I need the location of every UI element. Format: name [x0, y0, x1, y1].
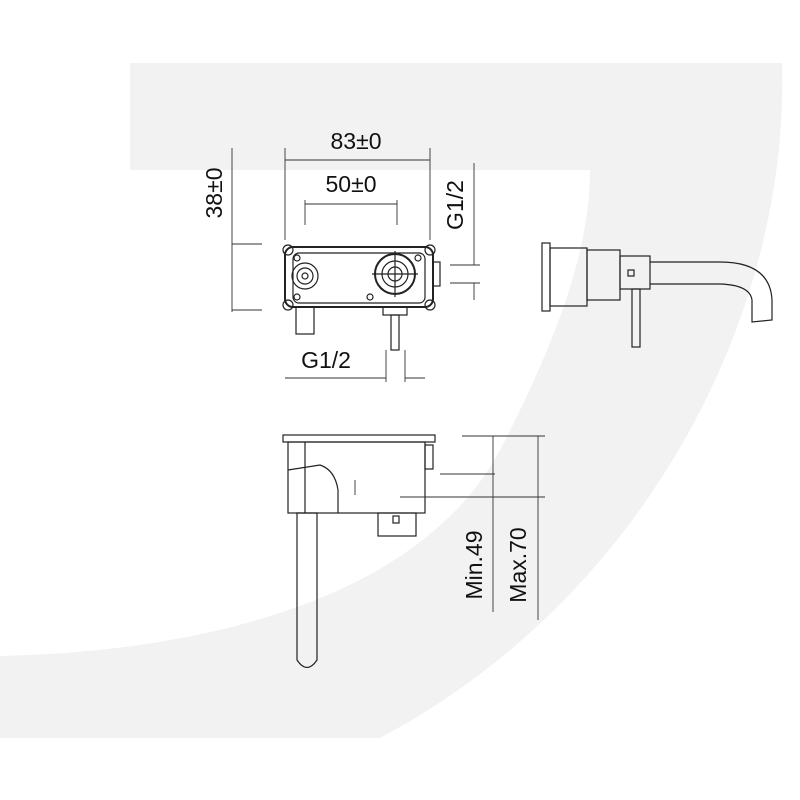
min-depth-label: Min.49 [461, 530, 487, 599]
background-shape [0, 63, 783, 738]
max-depth-label: Max.70 [505, 527, 531, 602]
side-view [541, 242, 773, 348]
front-view: 83±0 50±0 38±0 G1/2 G1/2 [201, 128, 480, 382]
section-view: Min.49 Max.70 [282, 434, 545, 669]
height-dimension-label: 38±0 [201, 168, 227, 219]
side-thread-label: G1/2 [442, 180, 468, 230]
width-dimension-label: 83±0 [331, 128, 382, 154]
spacing-dimension-label: 50±0 [326, 171, 377, 197]
bottom-thread-label: G1/2 [301, 347, 351, 373]
